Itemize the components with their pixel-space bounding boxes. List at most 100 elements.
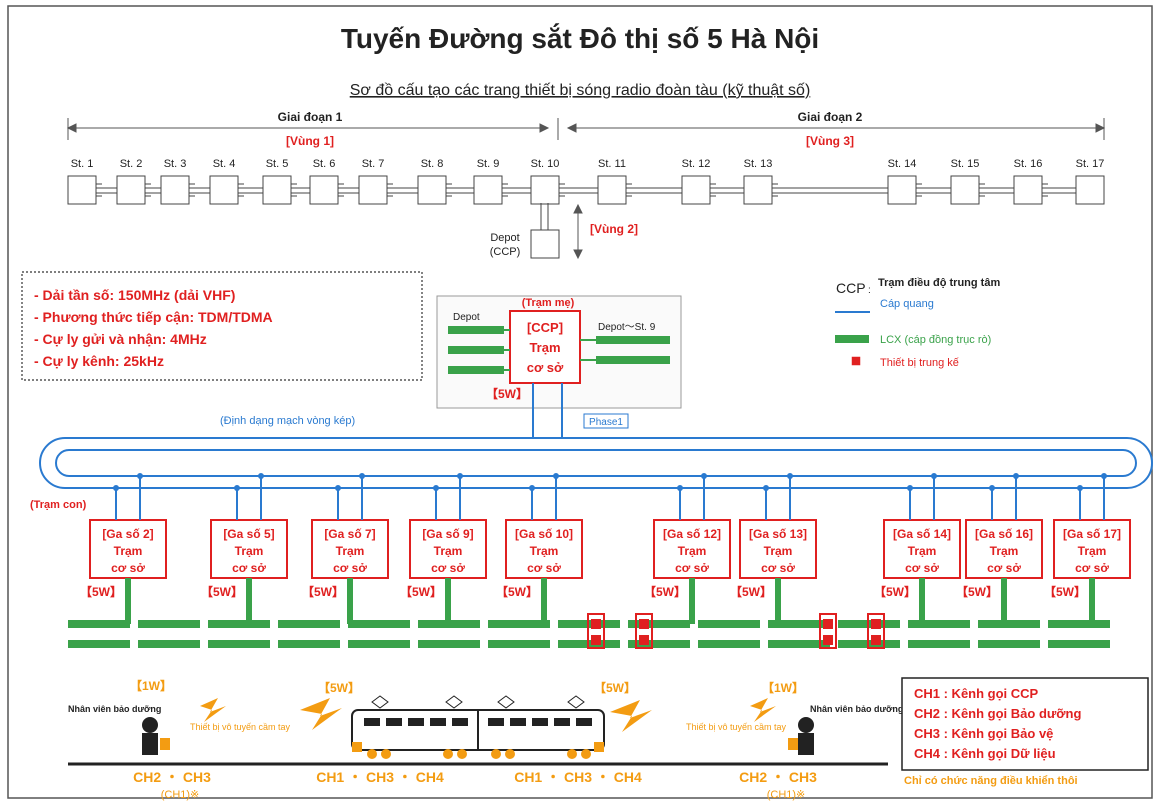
- mid-left-power: 【5W】: [318, 680, 360, 695]
- lcx-segment: [698, 620, 760, 628]
- lcx-segment: [908, 640, 970, 648]
- depot-label: Depot: [490, 232, 519, 244]
- sub-station-coso: cơ sở: [905, 561, 939, 575]
- sub-station-id: [Ga số 7]: [324, 527, 375, 541]
- legend-fiber-label: Cáp quang: [880, 298, 934, 310]
- zone1-label: [Vùng 1]: [286, 134, 334, 148]
- phase-arrows: [66, 118, 1106, 140]
- sub-station-box: [883, 519, 961, 579]
- sub-station-tram: Trạm: [530, 544, 559, 558]
- lcx-segment: [68, 620, 130, 628]
- sub-station-coso: cơ sở: [111, 561, 145, 575]
- repeater-icon: [871, 635, 881, 645]
- sub-station-power: 【5W】: [80, 584, 122, 599]
- lcx-segment: [908, 620, 970, 628]
- station-label: St. 6: [313, 158, 336, 170]
- lcx-drop: [347, 578, 353, 624]
- sub-station-power: 【5W】: [730, 584, 772, 599]
- sub-station-power: 【5W】: [302, 584, 344, 599]
- repeater-frame: [587, 613, 605, 649]
- channel-legend-box: [901, 677, 1149, 771]
- station-label: St. 17: [1076, 158, 1105, 170]
- phase2-label: Giai đoạn 2: [798, 110, 863, 124]
- lcx-drop: [541, 578, 547, 624]
- zone2-arrow: [573, 203, 583, 260]
- fiber-node: [529, 485, 535, 491]
- sub-station-coso: cơ sở: [333, 561, 367, 575]
- lcx-segment: [978, 640, 1040, 648]
- fiber-node: [989, 485, 995, 491]
- station-label: St. 1: [71, 158, 94, 170]
- sub-station-power: 【5W】: [1044, 584, 1086, 599]
- fiber-node: [457, 473, 463, 479]
- right-worker-label: Nhân viên bảo dưỡng: [810, 704, 903, 714]
- fiber-node: [113, 485, 119, 491]
- station-label: St. 12: [682, 158, 711, 170]
- sub-station-tram: Trạm: [764, 544, 793, 558]
- lcx-drop: [919, 578, 925, 624]
- repeater-icon: [591, 619, 601, 629]
- mother-station-box: [509, 310, 581, 384]
- fiber-node: [677, 485, 683, 491]
- mother-station-label: (Trạm mẹ): [522, 297, 575, 309]
- sub-station-tram: Trạm: [908, 544, 937, 558]
- fiber-node: [258, 473, 264, 479]
- sub-station-box: [653, 519, 731, 579]
- left-device-label: Thiết bị vô tuyến cầm tay: [190, 722, 291, 732]
- sub-station-power: 【5W】: [496, 584, 538, 599]
- channel-1: CH1 : Kênh gọi CCP: [914, 686, 1039, 701]
- station-label: St. 7: [362, 158, 385, 170]
- channel-2: CH2 : Kênh gọi Bảo dưỡng: [914, 706, 1081, 721]
- lcx-segment: [698, 640, 760, 648]
- station-label: St. 15: [951, 158, 980, 170]
- repeater-icon: [639, 619, 649, 629]
- lcx-drop: [1089, 578, 1095, 624]
- loop-label: (Định dạng mạch vòng kép): [220, 415, 355, 427]
- station-box: [473, 175, 503, 205]
- repeater-icon: [823, 619, 833, 629]
- fiber-node: [234, 485, 240, 491]
- station-box: [887, 175, 917, 205]
- station-box: [1013, 175, 1043, 205]
- phase-tag: Phase1: [589, 417, 623, 428]
- lcx-segment: [68, 640, 130, 648]
- specs-box: [21, 271, 423, 381]
- legend-repeater-icon: [850, 355, 862, 367]
- fiber-node: [433, 485, 439, 491]
- sub-station-tram: Trạm: [235, 544, 264, 558]
- fiber-node: [787, 473, 793, 479]
- sub-station-tram: Trạm: [114, 544, 143, 558]
- sub-station-tram: Trạm: [434, 544, 463, 558]
- sub-station-id: [Ga số 5]: [223, 527, 274, 541]
- repeater-frame: [635, 613, 653, 649]
- sub-station-coso: cơ sở: [527, 561, 561, 575]
- fiber-loop-outer: [39, 437, 1153, 489]
- left-channels: CH2 ・ CH3: [133, 769, 211, 785]
- train-icon: [351, 695, 605, 759]
- legend-ccp-desc: Trạm điều độ trung tâm: [878, 277, 1000, 289]
- right-channels: CH2 ・ CH3: [739, 769, 817, 785]
- sub-station-power: 【5W】: [400, 584, 442, 599]
- lcx-segment: [418, 620, 480, 628]
- lcx-segment: [768, 640, 830, 648]
- sub-station-coso: cơ sở: [761, 561, 795, 575]
- station-label: St. 3: [164, 158, 187, 170]
- phase1-label: Giai đoạn 1: [278, 110, 343, 124]
- station-box: [116, 175, 146, 205]
- station-label: St. 2: [120, 158, 143, 170]
- repeater-icon: [639, 635, 649, 645]
- sub-station-coso: cơ sở: [987, 561, 1021, 575]
- mother-coso: cơ sở: [527, 360, 564, 375]
- fiber-node: [553, 473, 559, 479]
- sub-station-id: [Ga số 13]: [749, 527, 807, 541]
- mother-depot-label: Depot: [453, 312, 480, 323]
- sub-station-box: [210, 519, 288, 579]
- spec-frequency: - Dải tần số: 150MHz (dải VHF): [34, 287, 235, 303]
- footnote: Chỉ có chức năng điều khiển thôi: [904, 775, 1078, 787]
- legend-ccp-colon: :: [868, 285, 871, 296]
- lcx-segment: [278, 620, 340, 628]
- station-box: [309, 175, 339, 205]
- page-title: Tuyến Đường sắt Đô thị số 5 Hà Nội: [341, 23, 819, 54]
- sub-station-box: [409, 519, 487, 579]
